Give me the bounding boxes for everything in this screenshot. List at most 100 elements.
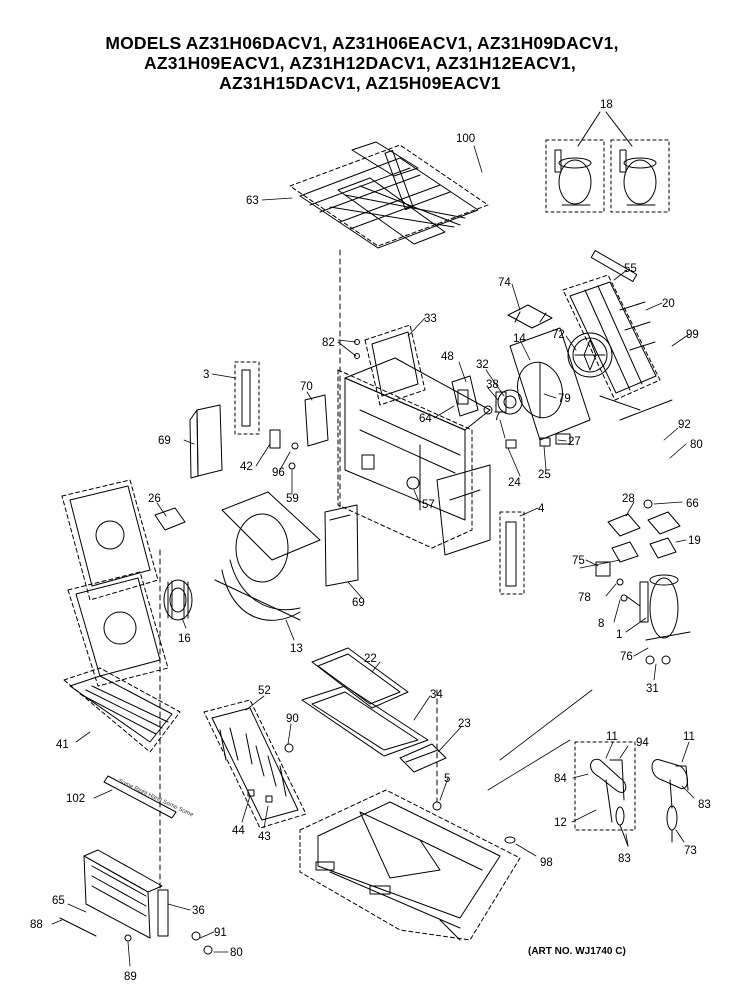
part-79-fan-shroud	[509, 327, 591, 441]
callout-52: 52	[258, 685, 271, 697]
callout-98: 98	[540, 857, 553, 869]
callout-1: 1	[616, 629, 622, 641]
callout-88: 88	[30, 919, 43, 931]
part-73-tubing-assembly	[651, 759, 689, 843]
part-24-25-27-switch	[505, 433, 571, 449]
callout-80: 80	[690, 439, 703, 451]
callout-78: 78	[578, 592, 591, 604]
callout-27: 27	[568, 436, 581, 448]
part-72-fan-motor	[567, 332, 613, 378]
callout-labels: 100 18 63 55 74 20 99 33 82 72 48 32 14 …	[30, 99, 711, 983]
callout-63: 63	[246, 195, 259, 207]
callout-74: 74	[498, 277, 511, 289]
part-69-side-panel-left	[189, 404, 223, 479]
callout-83: 83	[618, 853, 631, 865]
callout-84: 84	[554, 773, 567, 785]
part-102-nameplate: Some Right Hand Some Some	[103, 775, 195, 819]
callout-65: 65	[52, 895, 65, 907]
callout-69: 69	[158, 435, 171, 447]
part-3-side-rail	[234, 361, 260, 435]
callout-13: 13	[290, 643, 303, 655]
callout-26: 26	[148, 493, 161, 505]
part-63-upper-panel-assembly	[289, 141, 489, 249]
callout-91: 91	[214, 927, 227, 939]
part-18-compressor-pair	[545, 111, 670, 213]
callout-83b: 83	[698, 799, 711, 811]
part-57-panel	[436, 464, 491, 556]
callout-55: 55	[624, 263, 637, 275]
callout-70: 70	[300, 381, 313, 393]
callout-48: 48	[441, 351, 454, 363]
part-36-cabinet	[59, 549, 213, 955]
callout-31: 31	[646, 683, 659, 695]
callout-3: 3	[203, 369, 209, 381]
callout-94: 94	[636, 737, 649, 749]
part-scroll-housing-front	[67, 571, 169, 687]
part-94-tubing-assembly	[574, 741, 636, 847]
callout-102: 102	[66, 793, 85, 805]
part-41-front-grille	[63, 667, 181, 753]
part-75-overload	[595, 561, 628, 602]
models-title-line-2: AZ31H09EACV1, AZ31H12DACV1, AZ31H12EACV1…	[144, 53, 576, 73]
callout-90: 90	[286, 713, 299, 725]
callout-4: 4	[538, 503, 545, 515]
callout-42: 42	[240, 461, 253, 473]
callout-75: 75	[572, 555, 585, 567]
callout-99: 99	[686, 329, 699, 341]
part-19-terminal-cover	[611, 537, 677, 563]
callout-20: 20	[662, 298, 675, 310]
callout-32: 32	[476, 359, 489, 371]
part-23-spacer	[399, 743, 447, 773]
part-74-bracket	[507, 304, 553, 329]
nameplate-text: Some Right Hand Some Some	[117, 778, 194, 818]
part-48-capacitor-bracket	[451, 375, 493, 417]
callout-82: 82	[322, 337, 335, 349]
part-4-side-rail-right	[499, 511, 525, 595]
part-base-pan	[299, 689, 521, 941]
part-98-plug	[504, 836, 516, 844]
callout-72: 72	[552, 329, 565, 341]
callout-19: 19	[688, 535, 701, 547]
part-1-compressor	[625, 574, 691, 641]
callout-89: 89	[124, 971, 137, 983]
callout-34: 34	[430, 689, 443, 701]
part-69-side-panel-right	[324, 504, 359, 587]
callout-76: 76	[620, 651, 633, 663]
callout-96: 96	[272, 467, 285, 479]
callout-38: 38	[486, 379, 499, 391]
callout-100: 100	[456, 133, 475, 145]
part-16-blower-wheel	[163, 579, 193, 621]
callout-59: 59	[286, 493, 299, 505]
callout-43: 43	[258, 831, 271, 843]
part-13-blower-scroll	[214, 491, 321, 621]
models-title-line-3: AZ31H15DACV1, AZ15H09EACV1	[219, 73, 501, 93]
callout-36: 36	[192, 905, 205, 917]
callout-64: 64	[419, 413, 432, 425]
callout-22: 22	[364, 653, 377, 665]
callout-24: 24	[508, 477, 521, 489]
callout-28: 28	[622, 493, 635, 505]
callout-41: 41	[56, 739, 69, 751]
part-31-grommets	[645, 655, 671, 665]
part-28-thermal-protector	[607, 499, 681, 537]
callout-7: 7	[494, 411, 500, 423]
leader-lines	[51, 145, 695, 967]
callout-8: 8	[598, 618, 604, 630]
callout-73: 73	[684, 845, 697, 857]
callout-25: 25	[538, 469, 551, 481]
part-20-condenser-coil	[562, 250, 673, 421]
part-34-gasket-seal	[301, 685, 429, 757]
callout-23: 23	[458, 718, 471, 730]
part-26-rear-panel-assembly	[61, 479, 186, 601]
callout-16: 16	[178, 633, 191, 645]
callout-12: 12	[554, 817, 567, 829]
callout-11: 11	[606, 731, 618, 743]
callout-92: 92	[678, 419, 691, 431]
callout-44: 44	[232, 825, 245, 837]
callout-33: 33	[424, 313, 437, 325]
part-chassis-frame	[337, 249, 491, 549]
art-number: (ART NO. WJ1740 C)	[528, 946, 626, 957]
callout-18: 18	[600, 99, 613, 111]
